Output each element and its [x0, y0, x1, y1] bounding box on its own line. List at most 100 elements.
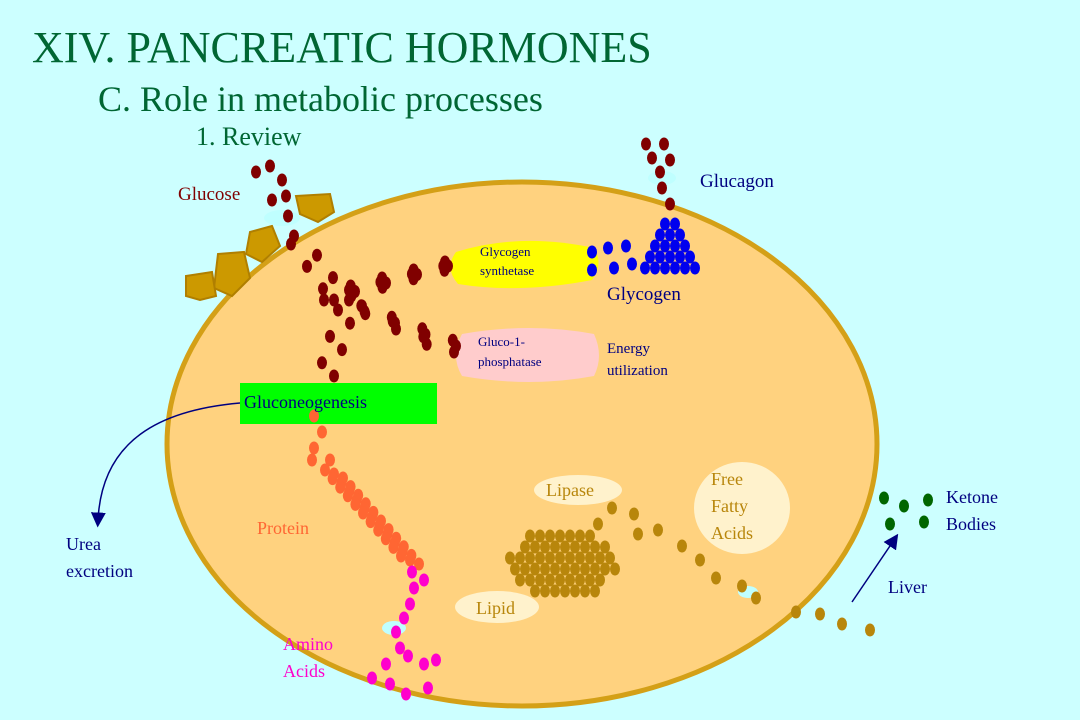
glycogen-dot	[665, 250, 675, 264]
glucose-dot	[302, 259, 312, 273]
lipid-dot	[530, 562, 540, 576]
lipid-dot	[595, 551, 605, 565]
protein-dot	[317, 425, 327, 439]
amino-acid-dot	[407, 565, 417, 579]
lipid-dot	[525, 573, 535, 587]
fatty-acid-dot	[593, 517, 603, 531]
glycogen-dot	[660, 217, 670, 231]
lipid-dot	[555, 551, 565, 565]
lipid-dot	[535, 529, 545, 543]
glycogen-dot	[603, 241, 613, 255]
glucose-dot	[281, 189, 291, 203]
protein-dot	[320, 463, 330, 477]
lipid-dot	[515, 573, 525, 587]
amino-acid-dot	[395, 641, 405, 655]
amino-acid-dot	[381, 657, 391, 671]
lipid-dot	[545, 529, 555, 543]
urea-arrow	[90, 402, 241, 528]
fatty-acid-dot	[629, 507, 639, 521]
glycogen-dot	[655, 250, 665, 264]
glucose-dot	[251, 165, 261, 179]
glycogen-dot	[670, 261, 680, 275]
amino-acid-dot	[403, 649, 413, 663]
amino-acid-molecules	[367, 565, 441, 701]
lipid-dot	[600, 540, 610, 554]
protein-molecules	[307, 409, 424, 571]
glycogen-synthetase-label-line2: synthetase	[480, 263, 535, 278]
lipid-dot	[535, 551, 545, 565]
lipid-dot	[590, 562, 600, 576]
lipid-dot	[585, 551, 595, 565]
lipid-dot	[570, 562, 580, 576]
glucagon-molecules	[641, 137, 675, 211]
ketone-dot	[899, 499, 909, 513]
lipid-bubble	[455, 591, 539, 623]
lipid-dot	[560, 540, 570, 554]
fatty-acid-dot	[837, 617, 847, 631]
protein-dot	[405, 553, 415, 567]
lipid-dot	[600, 562, 610, 576]
glucose-dot	[319, 293, 329, 307]
lipid-dot	[505, 551, 515, 565]
glucose-dot	[328, 271, 338, 285]
protein-dot	[309, 441, 319, 455]
gluco-phosphatase-enzyme	[456, 328, 599, 382]
protein-dot	[309, 409, 319, 423]
glycogen-dot	[650, 261, 660, 275]
lipid-dot	[585, 573, 595, 587]
lipid-dot	[540, 584, 550, 598]
free-fatty-acids-label-line1: Free	[711, 469, 743, 489]
lipid-dot	[570, 540, 580, 554]
glucose-dot	[277, 173, 287, 187]
energy-utilization-label-line2: utilization	[607, 363, 668, 379]
lipid-dot	[530, 584, 540, 598]
glucose-dot	[421, 337, 432, 351]
glucose-dot	[440, 255, 450, 269]
glycogen-dot	[650, 239, 660, 253]
glucose-dot	[329, 293, 339, 307]
amino-acids-label-line1: Amino	[283, 634, 334, 654]
lipid-dot	[565, 573, 575, 587]
glycogen-dot	[627, 257, 637, 271]
glycogen-dot	[675, 250, 685, 264]
glucose-molecules	[251, 159, 461, 383]
urea-excretion-label-line2: excretion	[66, 561, 133, 581]
fatty-acid-dot	[751, 591, 761, 605]
glucose-dot	[360, 307, 371, 321]
ketone-molecules	[879, 491, 933, 531]
lipase-bubble	[534, 475, 622, 505]
lipase-label: Lipase	[546, 480, 594, 500]
lipid-dot	[520, 562, 530, 576]
glycogen-dot	[675, 228, 685, 242]
glycogen-dot	[685, 250, 695, 264]
lipid-dot	[510, 562, 520, 576]
fatty-acid-dot	[711, 571, 721, 585]
glucagon-dot	[655, 165, 665, 179]
glucose-receptor	[185, 192, 336, 302]
glucagon-dot	[657, 181, 667, 195]
glucagon-dot	[647, 151, 657, 165]
glycogen-dot	[665, 228, 675, 242]
glycogen-dot	[660, 261, 670, 275]
glucagon-dot	[665, 197, 675, 211]
glucose-dot	[333, 303, 343, 317]
protein-dot	[327, 472, 338, 486]
page-title: XIV. PANCREATIC HORMONES	[32, 23, 652, 72]
protein-label: Protein	[257, 518, 309, 538]
glycogen-dot	[645, 250, 655, 264]
glucose-dot	[286, 237, 296, 251]
lipid-dot	[565, 551, 575, 565]
protein-dot	[350, 497, 361, 511]
protein-dot	[365, 515, 376, 529]
lipid-dot	[550, 584, 560, 598]
lipid-dot	[595, 573, 605, 587]
amino-acid-dot	[419, 657, 429, 671]
lipid-dot	[575, 529, 585, 543]
protein-dot	[358, 506, 368, 520]
page-subtitle: C. Role in metabolic processes	[98, 79, 543, 119]
fatty-acid-dot	[677, 539, 687, 553]
gluconeogenesis-box	[240, 383, 437, 424]
free-fatty-acids-bubble	[694, 462, 790, 554]
fatty-acid-dot	[633, 527, 643, 541]
glucose-dot	[312, 248, 322, 262]
